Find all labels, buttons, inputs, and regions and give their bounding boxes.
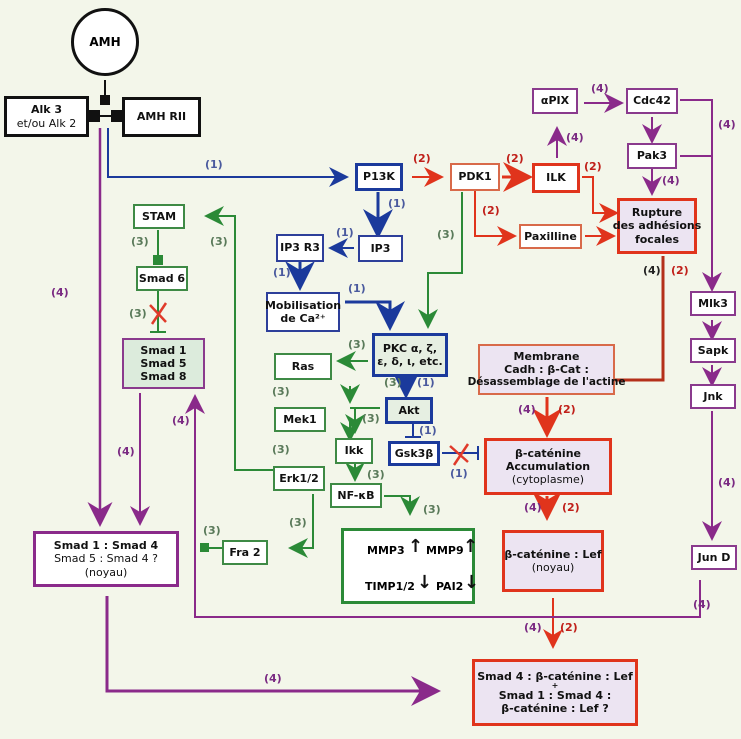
node-ikk: Ikk [335,438,373,464]
pathway-label-4: (4) [117,445,135,458]
pathway-label-2: (2) [506,152,524,165]
pathway-label-2: (2) [584,160,602,173]
node-beta-catenin-accumulation: β-caténine Accumulation (cytoplasme) [484,438,612,495]
pathway-label-4: (4) [662,174,680,187]
pathway-label-4: (4) [51,286,69,299]
node-ilk: ILK [532,163,580,193]
node-mlk3: Mlk3 [690,291,736,316]
pathway-1-lines [107,128,479,460]
pathway-label-3: (3) [210,235,228,248]
pathway-label-1: (1) [388,197,406,210]
pathway-label-4: (4) [172,414,190,427]
node-alpha-pix: αPIX [532,88,578,114]
label-timp: TIMP1/2 [365,580,415,593]
pathway-label-1: (1) [450,467,468,480]
blocked-inhibition-marks [149,302,470,466]
label-pai2: PAI2 [436,580,464,593]
node-mek1: Mek1 [274,407,326,432]
pathway-label-3: (3) [437,228,455,241]
pathway-label-3: (3) [131,235,149,248]
node-ip3r3: IP3 R3 [276,234,324,262]
node-beta-catenin-lef: β-caténine : Lef (noyau) [502,530,604,592]
pathway-label-2: (2) [558,403,576,416]
pathway-label-4: (4) [524,621,542,634]
pathway-label-3: (3) [289,516,307,529]
pathway-label-4: (4) [524,501,542,514]
pathway-label-3: (3) [203,524,221,537]
pathway-label-2: (2) [562,501,580,514]
pathway-label-3: (3) [367,468,385,481]
node-fra2: Fra 2 [222,540,268,565]
pathway-label-2: (2) [671,264,689,277]
pathway-label-3: (3) [272,443,290,456]
node-final-complex: Smad 4 : β-caténine : Lef + Smad 1 : Sma… [472,659,638,726]
pathway-4-lines [87,93,722,706]
node-ip3: IP3 [358,235,403,262]
down-arrow-icon: ↓ [464,572,480,593]
pathway-label-4: (4) [591,82,609,95]
node-stam: STAM [133,204,185,229]
pathway-3-lines [150,192,463,558]
label-mmp3: MMP3 [367,544,405,557]
pathway-label-1: (1) [336,226,354,239]
node-membrane-actin: Membrane Cadh : β-Cat : Désassemblage de… [468,344,625,395]
pathway-label-3: (3) [362,412,380,425]
node-amhrii-receptor: AMH RII [122,97,201,137]
pathway-label-4: (4) [264,672,282,685]
pathway-label-4: (4) [566,131,584,144]
pathway-label-4: (4) [718,118,736,131]
node-calcium-mobilisation: Mobilisation de Ca²⁺ [265,292,341,332]
pathway-label-4: (4) [693,598,711,611]
node-pak3: Pak3 [627,143,677,169]
pathway-label-1: (1) [419,424,437,437]
up-arrow-icon: ↑ [463,536,479,557]
pathway-label-3: (3) [129,307,147,320]
node-smad1-smad4-complex: Smad 1 : Smad 4 Smad 5 : Smad 4 ? (noyau… [33,531,179,587]
node-nfkb: NF-κB [330,483,382,508]
node-jnk: Jnk [690,384,736,409]
pathway-label-2: (2) [413,152,431,165]
amh-ligand: AMH [71,8,139,76]
receptor-connector [88,80,123,122]
node-smad-1-5-8: Smad 1 Smad 5 Smad 8 [122,338,205,389]
up-arrow-icon: ↑ [408,536,424,557]
node-sapk: Sapk [690,338,736,363]
node-p13k: P13K [355,163,403,191]
node-smad6: Smad 6 [136,266,188,291]
label-mmp9: MMP9 [426,544,464,557]
pathway-label-1: (1) [417,376,435,389]
node-gsk3b: Gsk3β [388,441,440,466]
pathway-label-1: (1) [273,266,291,279]
pathway-label-3: (3) [348,338,366,351]
node-jun-d: Jun D [691,545,737,570]
pathway-label-2: (2) [560,621,578,634]
pathway-label-4: (4) [718,476,736,489]
pathway-label-1: (1) [205,158,223,171]
pathway-label-1: (1) [348,282,366,295]
node-pkc: PKC α, ζ, ε, δ, ι, etc. [372,333,448,377]
pathway-label-3: (3) [423,503,441,516]
pathway-label-3: (3) [272,385,290,398]
node-pdk1: PDK1 [450,163,500,191]
down-arrow-icon: ↓ [417,572,433,593]
pathway-label-3: (3) [384,376,402,389]
pathway-label-4: (4) [518,403,536,416]
node-paxilline: Paxilline [519,224,582,249]
node-alk-receptor: Alk 3 et/ou Alk 2 [4,96,89,137]
pathway-label-2: (2) [482,204,500,217]
node-rupture-adhesions: Rupture des adhésions focales [613,198,701,254]
node-akt: Akt [385,397,433,424]
node-cdc42: Cdc42 [626,88,678,114]
pathway-label-4: (4) [643,264,661,277]
node-mmp-timp-regulation [341,528,475,604]
node-erk: Erk1/2 [273,466,325,491]
node-ras: Ras [274,353,332,380]
